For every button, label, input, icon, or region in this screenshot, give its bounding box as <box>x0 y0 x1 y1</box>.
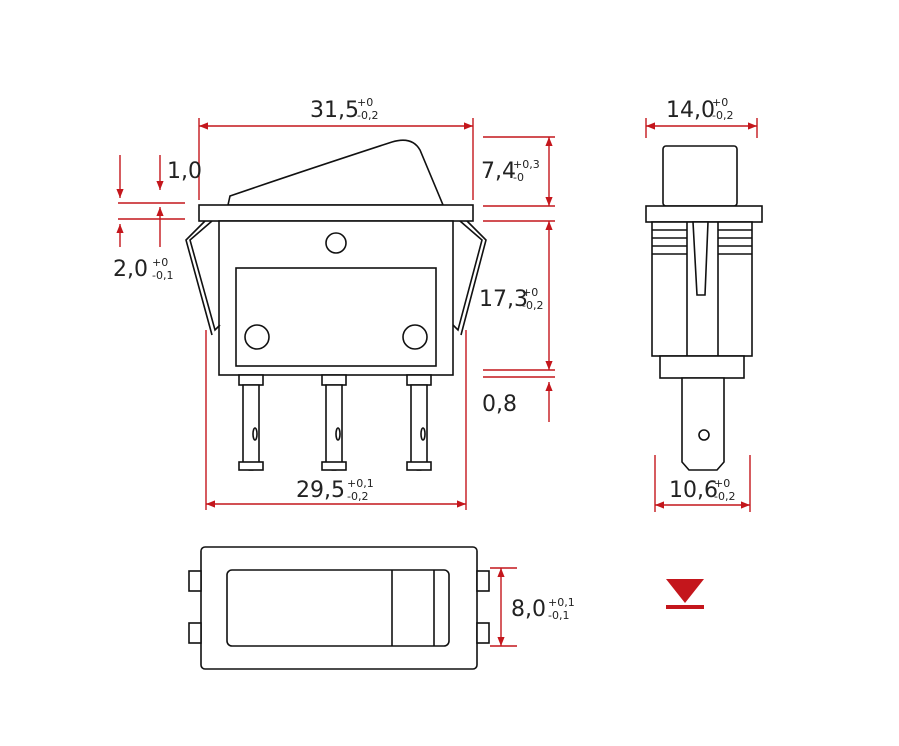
triangle-bar-icon <box>666 579 704 609</box>
svg-text:-0,1: -0,1 <box>548 609 569 622</box>
right-latch <box>452 220 483 332</box>
svg-text:+0: +0 <box>357 96 373 109</box>
svg-text:+0: +0 <box>712 96 728 109</box>
dim-flange: 2,0 <box>113 257 148 282</box>
front-view <box>185 139 487 471</box>
dim-body-height: 17,3 <box>479 287 528 312</box>
svg-text:+0: +0 <box>522 286 538 299</box>
front-hole-right <box>402 324 428 350</box>
side-spring <box>692 221 709 296</box>
svg-text:-0: -0 <box>513 171 524 184</box>
svg-text:+0: +0 <box>714 477 730 490</box>
dim-side-width: 14,0 <box>666 98 715 123</box>
right-latch-inner <box>460 220 487 336</box>
svg-text:-0,2: -0,2 <box>347 490 368 503</box>
svg-text:+0: +0 <box>152 256 168 269</box>
front-body <box>218 220 454 376</box>
side-terminal <box>681 377 725 471</box>
side-rocker <box>662 145 738 207</box>
svg-text:-0,2: -0,2 <box>522 299 543 312</box>
svg-text:-0,2: -0,2 <box>712 109 733 122</box>
dim-rocker-top: 1,0 <box>167 159 202 184</box>
left-latch-inner <box>185 220 213 336</box>
terminal-center <box>321 374 347 471</box>
dim-overall-width: 31,5 <box>310 98 359 123</box>
dim-rocker-height: 7,4 <box>481 159 516 184</box>
side-view <box>645 145 763 471</box>
dim-side-body-width: 10,6 <box>669 478 718 503</box>
svg-text:+0,1: +0,1 <box>347 477 374 490</box>
top-view <box>188 546 490 670</box>
svg-text:-0,2: -0,2 <box>714 490 735 503</box>
svg-text:-0,1: -0,1 <box>152 269 173 282</box>
dimension-lines <box>116 118 758 647</box>
dimension-labels: 31,5 +0 -0,2 1,0 2,0 +0 -0,1 7,4 +0,3 -0… <box>113 96 735 622</box>
side-flange <box>645 205 763 223</box>
dim-depth: 8,0 <box>511 597 546 622</box>
front-flange <box>198 204 474 222</box>
front-panel <box>235 267 437 367</box>
dim-body-width: 29,5 <box>296 478 345 503</box>
top-rocker <box>226 569 450 647</box>
terminal-left <box>238 374 264 471</box>
svg-text:-0,2: -0,2 <box>357 109 378 122</box>
svg-text:+0,1: +0,1 <box>548 596 575 609</box>
side-base <box>659 355 745 379</box>
svg-text:+0,3: +0,3 <box>513 158 540 171</box>
left-latch <box>189 220 221 332</box>
dim-gap: 0,8 <box>482 392 517 417</box>
front-hole-top <box>325 232 347 254</box>
rocker-actuator <box>227 139 445 206</box>
terminal-right <box>406 374 432 471</box>
front-hole-left <box>244 324 270 350</box>
